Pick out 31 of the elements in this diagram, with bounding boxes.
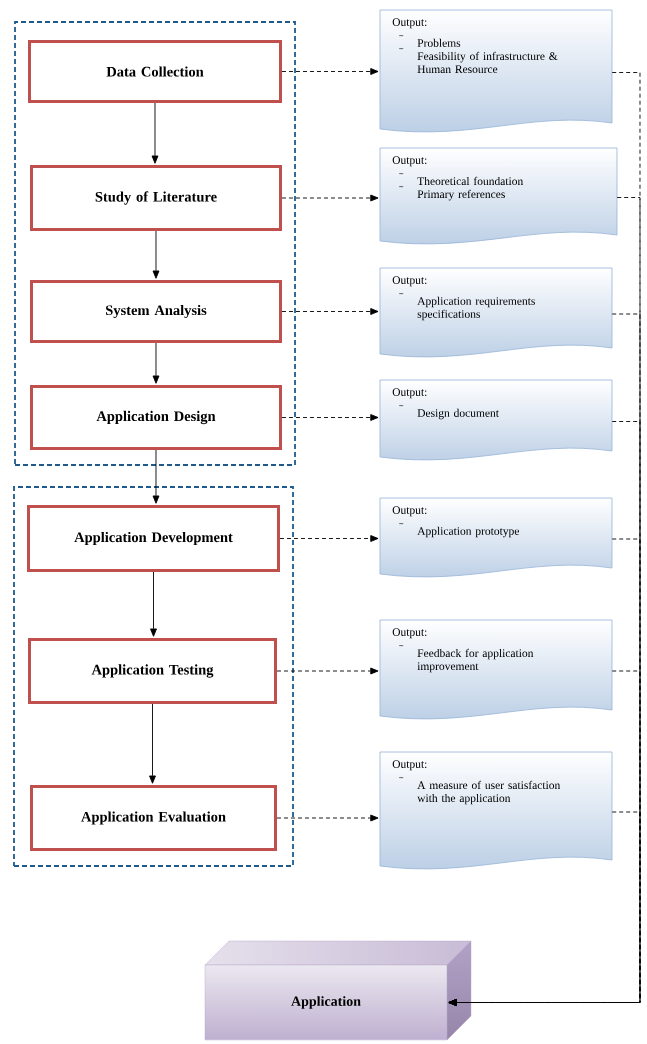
process-box: System Analysis <box>30 280 282 343</box>
arrow <box>281 308 379 315</box>
arrow <box>149 703 156 784</box>
document-box: Output: Theoretical foundation Primary references <box>379 147 618 245</box>
document-box: Output: Application prototype <box>379 497 613 578</box>
document-box: Output: Design document <box>379 379 613 461</box>
arrow <box>276 814 379 822</box>
dashed-group-frame <box>14 21 296 466</box>
document-box: Output: Application requirements specifications <box>379 267 613 358</box>
process-box: Application Testing <box>28 638 277 704</box>
arrow <box>281 194 379 202</box>
arrow <box>276 667 379 675</box>
process-box: Application Design <box>30 385 282 450</box>
document-box: Output: A measure of user satisfaction with the application <box>379 751 613 870</box>
arrow <box>150 571 157 637</box>
arrow <box>281 68 379 75</box>
process-box: Study of Literature <box>30 165 282 231</box>
process-box: Data Collection <box>28 40 282 103</box>
arrow <box>448 811 641 1006</box>
document-box: Output: Problems Feasibility of infrastructure & Human Resource <box>379 9 613 133</box>
document-box: Output: Feedback for application improvement <box>379 619 613 720</box>
arrow <box>151 102 159 164</box>
arrow <box>152 230 160 279</box>
arrow <box>281 414 379 421</box>
process-box: Application Development <box>27 505 280 572</box>
arrow <box>152 342 160 384</box>
arrow <box>152 449 160 504</box>
dashed-group-frame <box>13 486 294 867</box>
cube-box: Application <box>204 940 472 1041</box>
arrow <box>279 535 379 542</box>
process-box: Application Evaluation <box>30 785 277 851</box>
